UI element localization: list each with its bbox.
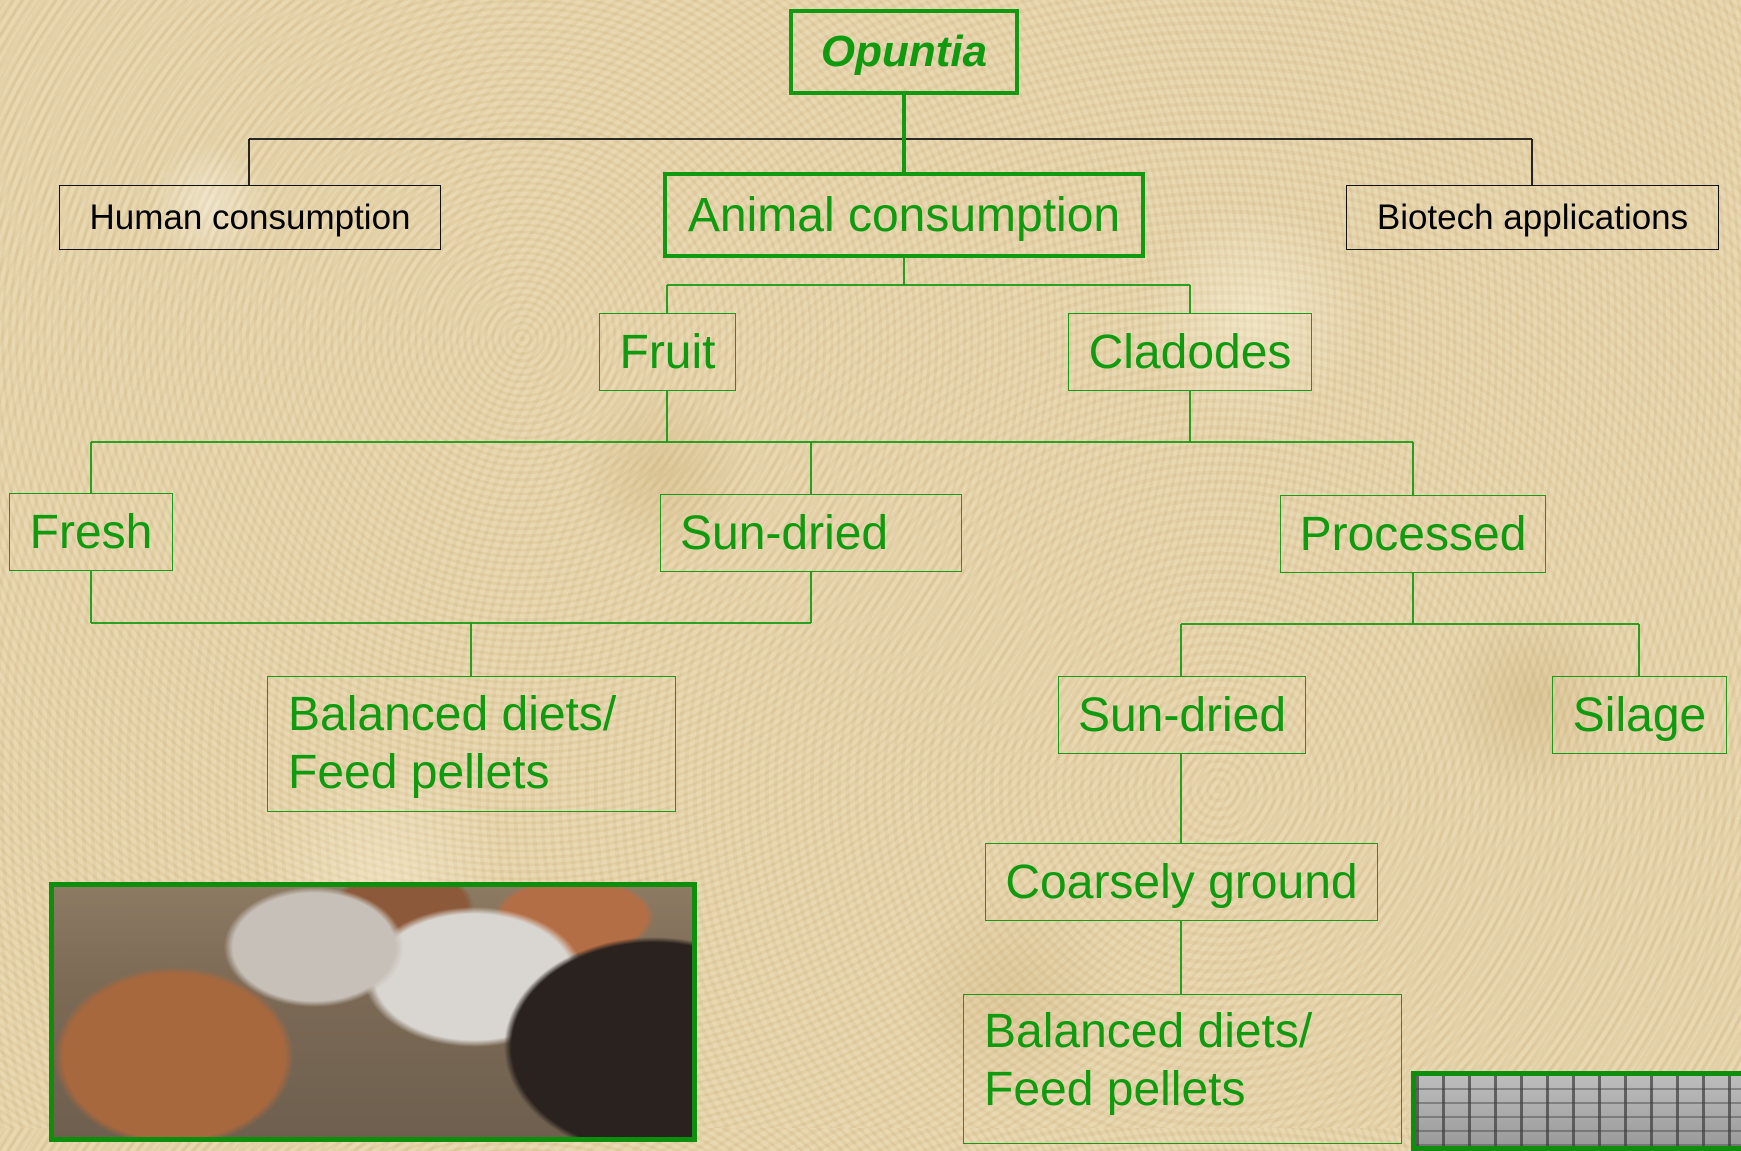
node-human-consumption-label: Human consumption [89,197,411,237]
node-coarsely-ground: Coarsely ground [985,843,1378,921]
barn-photo [1411,1071,1741,1151]
root-label: Opuntia [820,27,988,76]
node-human-consumption: Human consumption [59,185,441,250]
node-fresh-label: Fresh [29,505,153,559]
node-cladodes-label: Cladodes [1088,325,1292,379]
node-silage-label: Silage [1572,688,1707,742]
feed-pellets-line2: Feed pellets [288,746,550,799]
node-animal-consumption: Animal consumption [663,172,1145,258]
node-processed-sun-dried-label: Sun-dried [1077,688,1287,742]
node-fresh: Fresh [9,493,173,571]
node-sun-dried: Sun-dried [660,494,962,572]
node-biotech-applications: Biotech applications [1346,185,1719,250]
node-sun-dried-label: Sun-dried [680,506,889,560]
node-biotech-applications-label: Biotech applications [1376,197,1689,237]
balanced-diets-line1: Balanced diets/ [984,1005,1313,1058]
node-fruit: Fruit [599,313,736,391]
node-silage: Silage [1552,676,1727,754]
node-fruit-label: Fruit [619,325,716,379]
node-cladodes: Cladodes [1068,313,1312,391]
node-processed-sun-dried: Sun-dried [1058,676,1306,754]
feed-pellets-line2: Feed pellets [984,1063,1246,1116]
node-coarsely-ground-label: Coarsely ground [1005,855,1358,909]
node-balanced-diets-cladodes: Balanced diets/ Feed pellets [963,994,1402,1144]
node-balanced-diets-fruit: Balanced diets/ Feed pellets [267,676,676,812]
node-processed: Processed [1280,495,1546,573]
node-processed-label: Processed [1299,507,1527,561]
balanced-diets-line1: Balanced diets/ [288,688,617,741]
root-node-opuntia: Opuntia [789,9,1019,95]
cattle-photo [49,882,697,1142]
node-animal-consumption-label: Animal consumption [687,188,1121,242]
